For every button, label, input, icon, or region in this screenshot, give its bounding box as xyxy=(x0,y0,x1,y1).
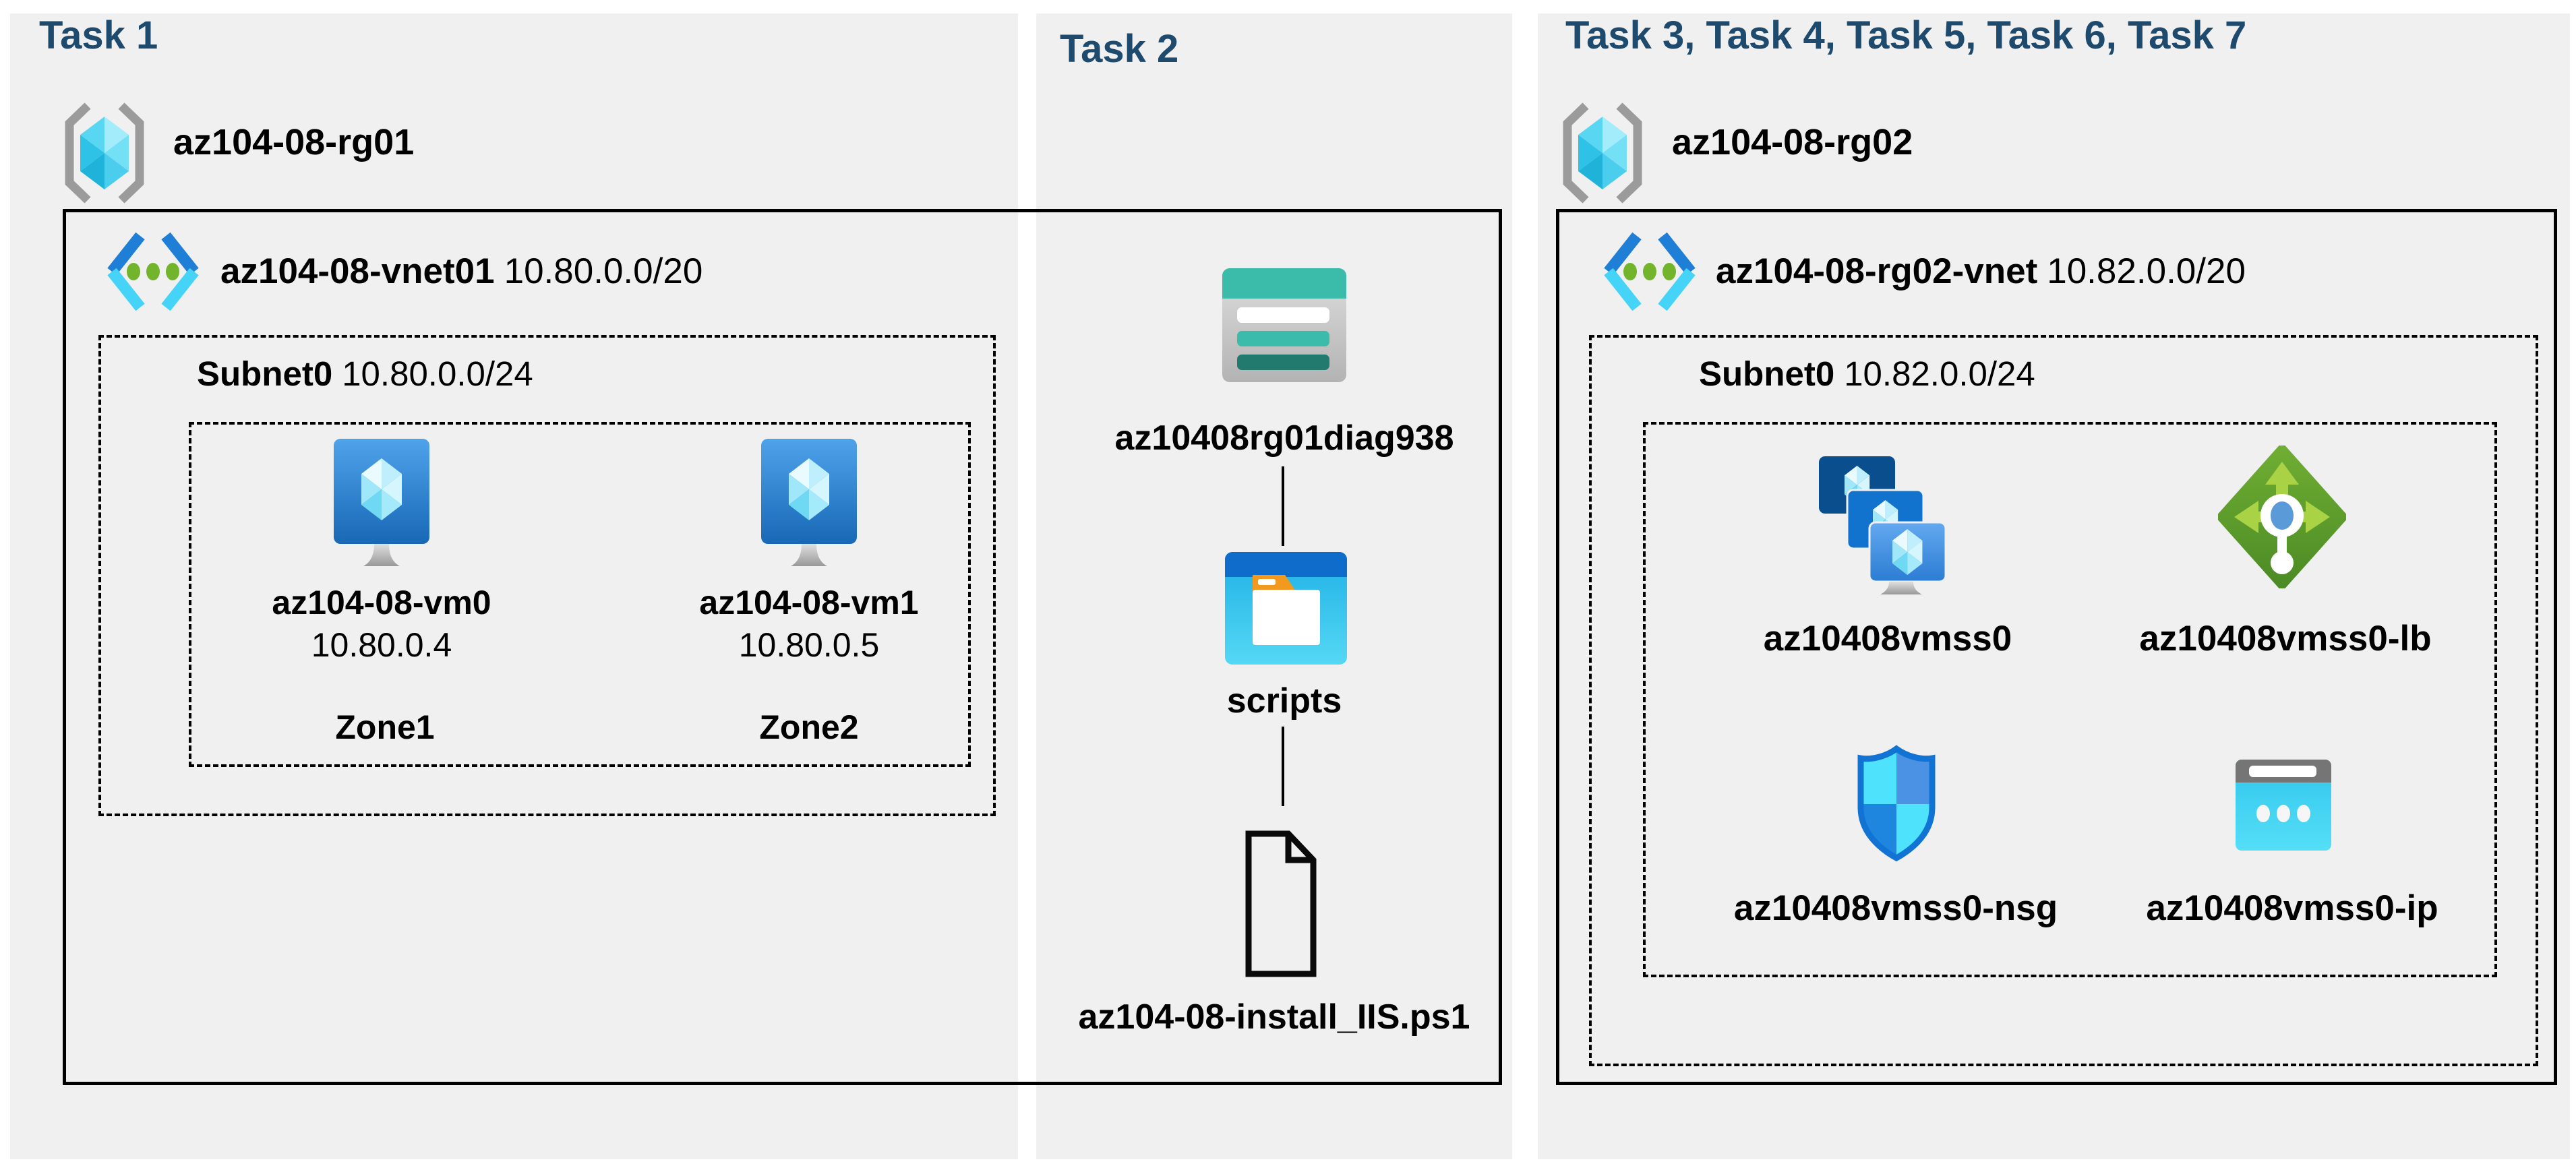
connector-storage-to-share xyxy=(1282,466,1284,546)
vnet2-boundary-box xyxy=(1556,209,2557,1085)
network-security-group-icon xyxy=(1857,745,1936,862)
vm-zone-boundary-box xyxy=(189,422,971,767)
task2-header: Task 2 xyxy=(1060,27,1179,71)
subnet1-cidr: 10.80.0.0/24 xyxy=(342,355,533,393)
vnet2-cidr: 10.82.0.0/20 xyxy=(2047,251,2246,291)
vnet1-name: az104-08-vnet01 xyxy=(220,251,495,291)
vnet1-boundary-box xyxy=(63,209,1502,1085)
subnet2-cidr: 10.82.0.0/24 xyxy=(1844,355,2035,393)
subnet2-name: Subnet0 xyxy=(1699,355,1835,393)
vmss-resources-boundary-box xyxy=(1643,422,2497,977)
public-ip-icon xyxy=(2236,760,2331,851)
subnet1-name: Subnet0 xyxy=(197,355,333,393)
rg1-label: az104-08-rg01 xyxy=(173,122,415,162)
vm1-name-label: az104-08-vm1 xyxy=(699,584,919,621)
connector-share-to-file xyxy=(1282,727,1284,806)
storage-account-label: az10408rg01diag938 xyxy=(1114,419,1454,458)
nsg-label: az10408vmss0-nsg xyxy=(1733,888,2058,928)
virtual-machine-icon xyxy=(761,439,857,566)
virtual-network-icon xyxy=(107,232,199,311)
resource-group-icon xyxy=(65,102,144,204)
panel-task3 xyxy=(1538,13,2570,1159)
virtual-machine-icon xyxy=(334,439,429,566)
file-share-icon xyxy=(1225,552,1347,665)
storage-account-icon xyxy=(1222,268,1346,382)
load-balancer-label: az10408vmss0-lb xyxy=(2139,619,2432,658)
task1-header: Task 1 xyxy=(39,13,158,57)
subnet2-boundary-box xyxy=(1589,335,2538,1066)
load-balancer-icon xyxy=(2218,446,2346,588)
vm-scale-set-icon xyxy=(1819,456,1947,594)
vm0-ip-label: 10.80.0.4 xyxy=(311,626,452,664)
panel-task1 xyxy=(10,13,1018,1159)
subnet1-boundary-box xyxy=(98,335,996,816)
vm1-zone-label: Zone2 xyxy=(759,708,859,746)
script-file-label: az104-08-install_IIS.ps1 xyxy=(1078,998,1470,1037)
script-file-icon xyxy=(1245,830,1317,977)
vnet1-cidr: 10.80.0.0/20 xyxy=(504,251,703,291)
vm1-ip-label: 10.80.0.5 xyxy=(738,626,880,664)
vmss-label: az10408vmss0 xyxy=(1763,619,2012,658)
vm0-name-label: az104-08-vm0 xyxy=(272,584,491,621)
vnet2-name: az104-08-rg02-vnet xyxy=(1716,251,2038,291)
rg2-label: az104-08-rg02 xyxy=(1672,122,1913,162)
virtual-network-icon xyxy=(1604,232,1696,311)
file-share-label: scripts xyxy=(1226,681,1342,720)
task3-header: Task 3, Task 4, Task 5, Task 6, Task 7 xyxy=(1565,13,2247,57)
resource-group-icon xyxy=(1563,102,1642,204)
vm0-zone-label: Zone1 xyxy=(335,708,435,746)
public-ip-label: az10408vmss0-ip xyxy=(2146,888,2438,928)
